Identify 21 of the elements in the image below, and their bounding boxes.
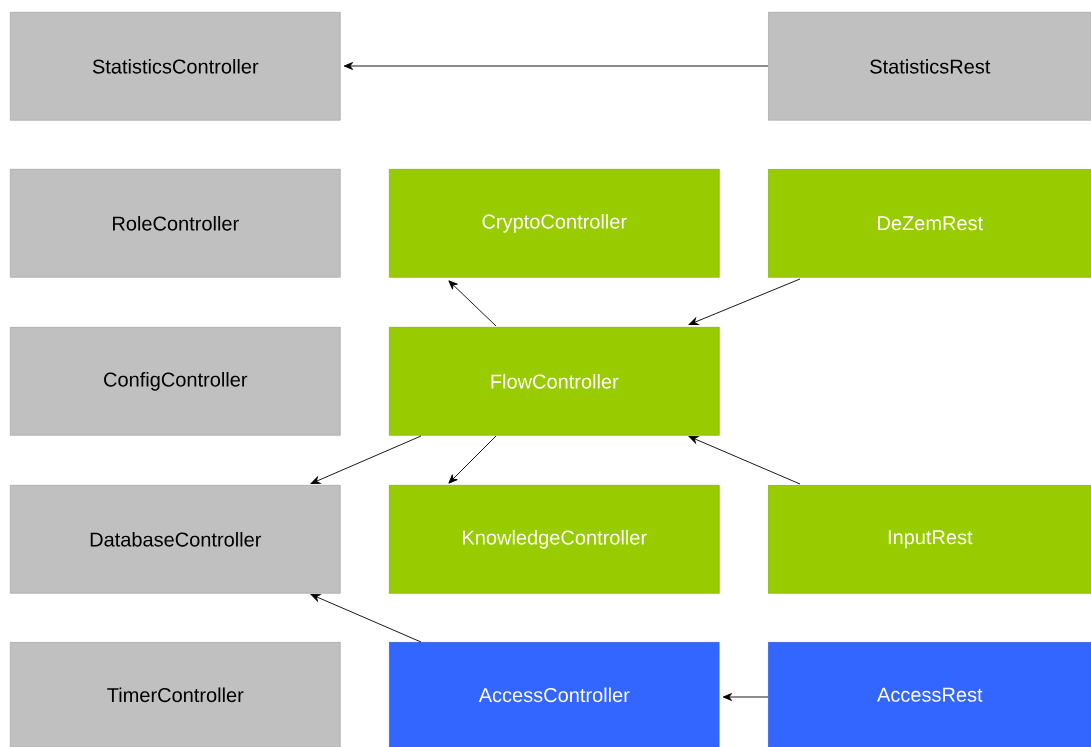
component-box: StatisticsRest (768, 12, 1091, 121)
arrow (448, 280, 497, 327)
component-box: TimerController (10, 642, 341, 747)
component-box: CryptoController (389, 169, 720, 278)
arrow (688, 278, 801, 325)
arrow (343, 62, 769, 70)
component-box: DeZemRest (768, 169, 1091, 278)
arrow (310, 435, 422, 484)
arrow (722, 693, 769, 701)
component-box: AccessController (389, 642, 720, 747)
component-box: InputRest (768, 485, 1091, 594)
arrow (688, 436, 801, 485)
component-box: StatisticsController (10, 12, 341, 121)
component-box: DatabaseController (10, 485, 341, 594)
arrow (448, 435, 497, 484)
component-box: KnowledgeController (389, 485, 720, 594)
arrow (310, 594, 422, 643)
component-box: ConfigController (10, 327, 341, 436)
component-box: RoleController (10, 169, 341, 278)
component-box: FlowController (389, 327, 720, 436)
component-box: AccessRest (768, 642, 1091, 747)
